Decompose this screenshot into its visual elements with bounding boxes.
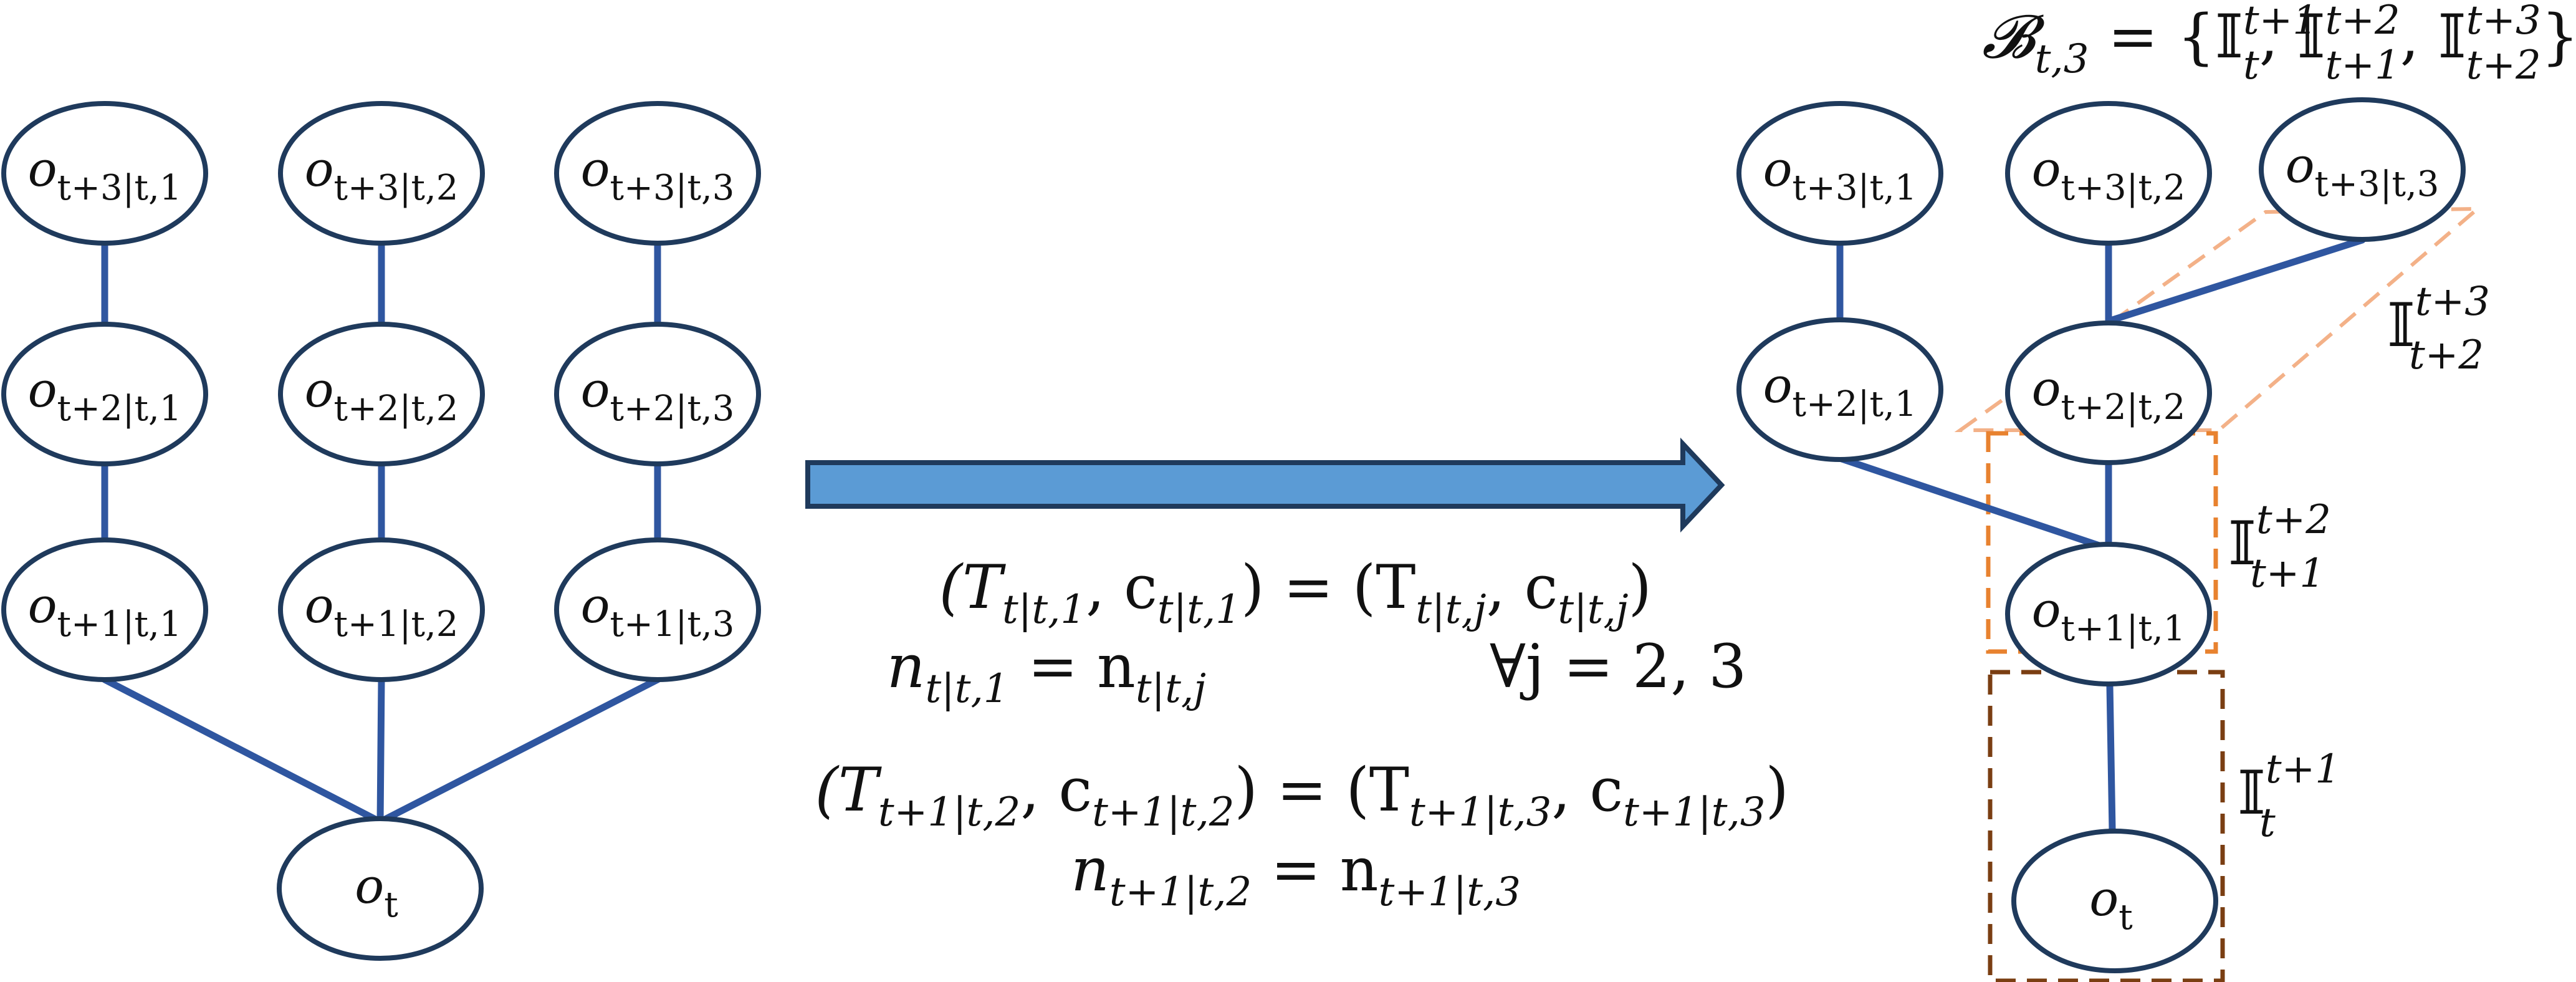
svg-text:ot+2|t,1: ot+2|t,1 <box>28 362 182 429</box>
svg-text:ot+1|t,2: ot+1|t,2 <box>305 578 459 645</box>
right-tree-nodes: ot+3|t,1 ot+3|t,2 ot+3|t,3 ot+2|t,1 ot+2… <box>1736 97 2466 973</box>
svg-text:ot+1|t,1: ot+1|t,1 <box>28 578 182 645</box>
node-o-t3-t1: ot+3|t,1 <box>1 101 208 246</box>
node-subscript: t+1|t,3 <box>610 604 735 645</box>
node-subscript: t+3|t,3 <box>610 168 735 208</box>
node-base: o <box>2286 138 2315 194</box>
edge <box>2106 682 2116 833</box>
edge <box>376 676 661 826</box>
node-subscript: t+1|t,1 <box>57 604 182 645</box>
svg-text:ot+2|t,3: ot+2|t,3 <box>581 362 735 429</box>
svg-text:ot+3|t,1: ot+3|t,1 <box>28 142 182 208</box>
node-base: o <box>28 142 57 198</box>
node-o-t3-t1: ot+3|t,1 <box>1736 101 1943 246</box>
svg-text:ot+1|t,3: ot+1|t,3 <box>581 578 735 645</box>
node-subscript: t <box>384 885 398 925</box>
node-base: o <box>1763 142 1793 198</box>
equation-3: (Tt+1|t,2, ct+1|t,2) = (Tt+1|t,3, ct+1|t… <box>815 755 1789 835</box>
svg-text:ot+3|t,1: ot+3|t,1 <box>1763 142 1917 208</box>
svg-text:ot: ot <box>355 859 398 925</box>
svg-text:ot: ot <box>2089 871 2133 938</box>
svg-text:ot+3|t,3: ot+3|t,3 <box>581 142 735 208</box>
node-o-t3-t3: ot+3|t,3 <box>2259 97 2466 242</box>
node-subscript: t+1|t,1 <box>2061 609 2186 649</box>
equation-4: nt+1|t,2 = nt+1|t,3 <box>1071 835 1521 915</box>
left-tree-nodes: ot+3|t,1 ot+3|t,2 ot+3|t,3 ot+2|t,1 ot+2… <box>1 101 761 961</box>
node-base: o <box>305 578 334 634</box>
node-o-t3-t3: ot+3|t,3 <box>554 101 761 246</box>
node-base: o <box>2089 871 2119 927</box>
node-base: o <box>581 362 610 418</box>
node-o-t1-t3: ot+1|t,3 <box>554 537 761 682</box>
node-base: o <box>305 362 334 418</box>
svg-text:ot+3|t,2: ot+3|t,2 <box>305 142 459 208</box>
equation-2: nt|t,1 = nt|t,j <box>887 632 1206 712</box>
node-base: o <box>355 859 384 915</box>
node-subscript: t+3|t,1 <box>57 168 182 208</box>
node-base: o <box>2032 582 2061 638</box>
node-o-t3-t2: ot+3|t,2 <box>278 101 485 246</box>
edge <box>101 676 384 826</box>
node-subscript: t+1|t,2 <box>334 604 459 645</box>
node-base: o <box>581 142 610 198</box>
node-subscript: t+2|t,1 <box>57 388 182 429</box>
svg-text:ot+2|t,2: ot+2|t,2 <box>2032 361 2186 428</box>
svg-text:ot+3|t,3: ot+3|t,3 <box>2286 138 2440 205</box>
node-o-t2-t2: ot+2|t,2 <box>278 322 485 466</box>
right-tree-edges <box>1836 236 2366 833</box>
node-o-root: ot <box>277 816 484 961</box>
node-o-t3-t2: ot+3|t,2 <box>2005 101 2212 246</box>
node-base: o <box>1763 358 1793 414</box>
node-o-t1-t1: ot+1|t,1 <box>2005 542 2212 686</box>
node-o-t2-t3: ot+2|t,3 <box>554 322 761 466</box>
svg-text:ot+3|t,2: ot+3|t,2 <box>2032 142 2186 208</box>
svg-text:ot+2|t,1: ot+2|t,1 <box>1763 358 1917 425</box>
equations: (Tt|t,1, ct|t,1) = (Tt|t,j, ct|t,j) nt|t… <box>815 552 1789 915</box>
edge <box>1836 455 2112 552</box>
node-o-root: ot <box>2011 829 2218 973</box>
node-base: o <box>28 362 57 418</box>
node-subscript: t+3|t,2 <box>2061 168 2186 208</box>
node-base: o <box>2032 361 2061 417</box>
node-subscript: t+2|t,2 <box>2061 387 2186 428</box>
node-o-t2-t1: ot+2|t,1 <box>1736 317 1943 462</box>
box-brown-t1 <box>1988 670 2225 982</box>
node-subscript: t+3|t,2 <box>334 168 459 208</box>
node-o-t2-t2: ot+2|t,2 <box>2005 320 2212 465</box>
edge <box>2105 236 2366 325</box>
node-o-t1-t2: ot+1|t,2 <box>278 537 485 682</box>
node-base: o <box>28 578 57 634</box>
node-base: o <box>2032 142 2061 198</box>
node-base: o <box>581 578 610 634</box>
transform-arrow <box>805 437 1725 533</box>
node-subscript: t <box>2119 897 2133 938</box>
equation-1: (Tt|t,1, ct|t,1) = (Tt|t,j, ct|t,j) <box>939 552 1652 633</box>
node-subscript: t+2|t,3 <box>610 388 735 429</box>
node-subscript: t+3|t,1 <box>1793 168 1917 208</box>
left-tree-edges <box>101 236 661 826</box>
node-subscript: t+2|t,1 <box>1793 384 1917 425</box>
node-base: o <box>305 142 334 198</box>
edge <box>376 676 385 826</box>
node-o-t1-t1: ot+1|t,1 <box>1 537 208 682</box>
svg-text:ot+2|t,2: ot+2|t,2 <box>305 362 459 429</box>
equation-2-quantifier: ∀j = 2, 3 <box>1490 632 1746 701</box>
node-subscript: t+2|t,2 <box>334 388 459 429</box>
svg-text:ot+1|t,1: ot+1|t,1 <box>2032 582 2186 649</box>
node-subscript: t+3|t,3 <box>2315 164 2440 205</box>
node-o-t2-t1: ot+2|t,1 <box>1 322 208 466</box>
box-orange-t2 <box>1986 431 2218 654</box>
